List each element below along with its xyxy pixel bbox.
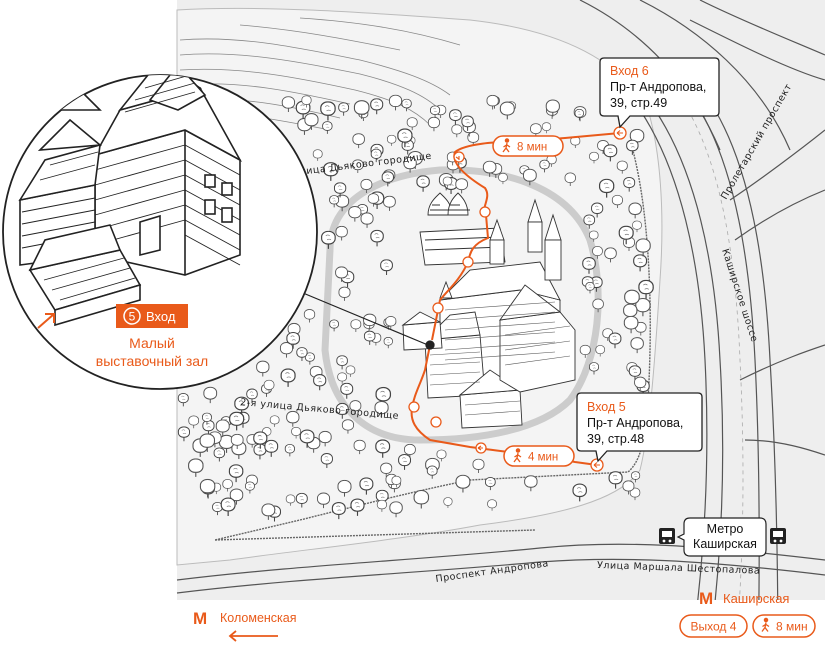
highway-roads (579, 0, 825, 661)
walking-person-icon (502, 138, 511, 153)
entrance-5-title: Вход 5 (587, 400, 626, 414)
metro-kashirskaya[interactable]: М Каширская (699, 589, 789, 608)
entrance-6-address-line2: 39, стр.49 (610, 96, 667, 110)
inset-pointer-line (302, 292, 429, 346)
entrance-5-callout[interactable]: Вход 5 Пр-т Андропова, 39, стр.48 (576, 392, 703, 463)
park-fence (214, 139, 651, 541)
entrance-6-address-line1: Пр-т Андропова, (610, 80, 706, 94)
entrance-6-title: Вход 6 (610, 64, 649, 78)
bus-stop-line1: Метро (707, 522, 744, 536)
entrance-5-address-line2: 39, стр.48 (587, 432, 644, 446)
bus-stop-icon (770, 528, 786, 544)
badge-label: Вход (146, 309, 176, 324)
inset-caption-line1: Малый (129, 335, 175, 351)
arrow-icon (37, 313, 55, 329)
route-arrows (408, 126, 627, 472)
svg-text:М: М (699, 589, 713, 608)
svg-text:М: М (193, 609, 207, 628)
bus-stop-callout[interactable]: Метро Каширская (676, 517, 767, 557)
walking-person-icon (513, 448, 522, 463)
metro-kolomenskaya-label: Коломенская (220, 611, 297, 625)
metro-kolomenskaya[interactable]: М Коломенская (193, 609, 297, 642)
walk-time-entrance-5: 4 мин (528, 452, 558, 464)
park-path-oval (321, 166, 602, 444)
entrance-5-badge[interactable]: 5 Вход (116, 304, 188, 328)
entrance-5-address-line1: Пр-т Андропова, (587, 416, 683, 430)
inset-caption-line2: выставочный зал (96, 353, 208, 369)
walking-person-icon (761, 617, 770, 632)
metro-walk-time: 8 мин (776, 620, 808, 634)
metro-walk-time-pill[interactable]: 8 мин (752, 614, 816, 638)
metro-exit-label: Выход 4 (691, 620, 737, 634)
walk-time-pill-entrance-6[interactable]: 8 мин (492, 135, 564, 157)
badge-number: 5 (129, 310, 136, 324)
inset-magnifier: 5 Вход Малый выставочный зал (2, 74, 318, 390)
bus-stop-line2: Каширская (693, 537, 757, 551)
arrow-left-icon (228, 630, 278, 642)
walk-time-entrance-6: 8 мин (517, 142, 547, 154)
metro-exit-4-pill[interactable]: Выход 4 (679, 614, 748, 638)
palace-complex (401, 192, 576, 429)
metro-icon: М (193, 609, 207, 628)
walk-time-pill-entrance-5[interactable]: 4 мин (503, 445, 575, 467)
entrance-6-callout[interactable]: Вход 6 Пр-т Андропова, 39, стр.49 (599, 57, 720, 129)
bus-stop-icon (659, 528, 675, 544)
metro-kashirskaya-label: Каширская (723, 591, 789, 606)
metro-icon: М (699, 589, 713, 608)
